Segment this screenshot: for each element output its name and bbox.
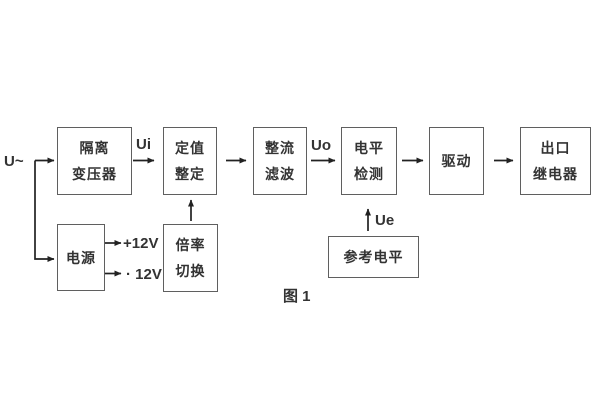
label-minus-12v: · 12V bbox=[126, 266, 162, 283]
block-label: 整定 bbox=[175, 166, 205, 182]
block-label: 检测 bbox=[354, 166, 384, 182]
block-reference-level: 参考电平 bbox=[328, 236, 419, 278]
block-isolation-transformer: 隔离 变压器 bbox=[57, 127, 132, 195]
block-label: 参考电平 bbox=[343, 249, 404, 265]
block-ratio-switching: 倍率 切换 bbox=[163, 224, 218, 292]
block-label: 变压器 bbox=[72, 166, 117, 182]
block-label: 电平 bbox=[354, 140, 384, 156]
label-input-voltage: U~ bbox=[4, 153, 24, 170]
label-plus-12v: +12V bbox=[123, 235, 159, 252]
block-label: 出口 bbox=[540, 140, 571, 156]
block-driver: 驱动 bbox=[429, 127, 484, 195]
block-label: 电源 bbox=[66, 249, 96, 266]
block-label: 倍率 bbox=[175, 237, 206, 253]
block-label: 切换 bbox=[175, 263, 206, 279]
label-ue: Ue bbox=[375, 212, 395, 229]
connector-input-to-power bbox=[34, 160, 55, 262]
figure-caption: 图 1 bbox=[283, 288, 311, 305]
block-label: 隔离 bbox=[79, 140, 110, 156]
block-label: 定值 bbox=[175, 140, 205, 156]
label-ui: Ui bbox=[136, 136, 151, 153]
block-label: 滤波 bbox=[265, 166, 295, 182]
block-output-relay: 出口 继电器 bbox=[520, 127, 591, 195]
block-setpoint-setting: 定值 整定 bbox=[163, 127, 217, 195]
block-power-supply: 电源 bbox=[57, 224, 105, 291]
block-label: 继电器 bbox=[533, 166, 578, 182]
block-rectifier-filter: 整流 滤波 bbox=[253, 127, 307, 195]
block-label: 整流 bbox=[265, 140, 295, 156]
label-uo: Uo bbox=[311, 137, 331, 154]
block-level-detection: 电平 检测 bbox=[341, 127, 397, 195]
block-label: 驱动 bbox=[441, 153, 472, 169]
